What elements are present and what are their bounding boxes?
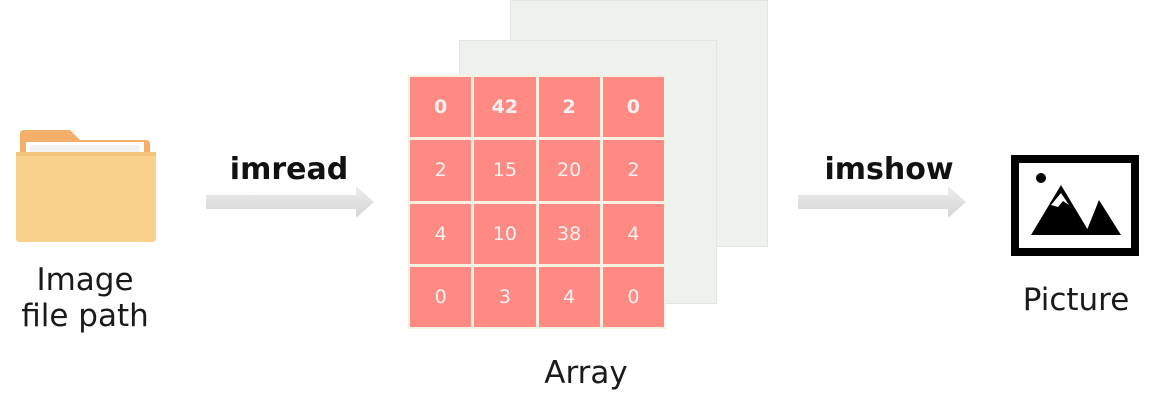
source-label-line2: file path [21,298,149,334]
array-cell: 15 [474,140,536,201]
source-label: Image file path [10,262,160,334]
array-cell: 4 [410,203,472,264]
picture-icon [1011,155,1139,256]
array-grid: 0 42 2 0 2 15 20 2 4 10 38 4 0 3 4 0 [408,75,666,329]
array-cell: 2 [602,140,664,201]
array-cell: 0 [410,77,472,138]
array-cell: 4 [538,266,600,327]
array-cell: 0 [602,77,664,138]
array-cell: 20 [538,140,600,201]
array-cell: 3 [474,266,536,327]
array-cell: 10 [474,203,536,264]
array-label: Array [544,355,628,391]
imshow-label: imshow [824,152,954,187]
array-cell: 2 [538,77,600,138]
imread-label: imread [229,152,349,187]
array-cell: 38 [538,203,600,264]
imread-arrow [206,186,374,218]
imshow-arrow [798,186,966,218]
output-label: Picture [1022,282,1130,318]
array-cell: 42 [474,77,536,138]
array-cell: 4 [602,203,664,264]
array-cell: 0 [602,266,664,327]
array-cell: 0 [410,266,472,327]
array-cell: 2 [410,140,472,201]
source-label-line1: Image [36,262,134,298]
folder-icon [16,130,156,242]
